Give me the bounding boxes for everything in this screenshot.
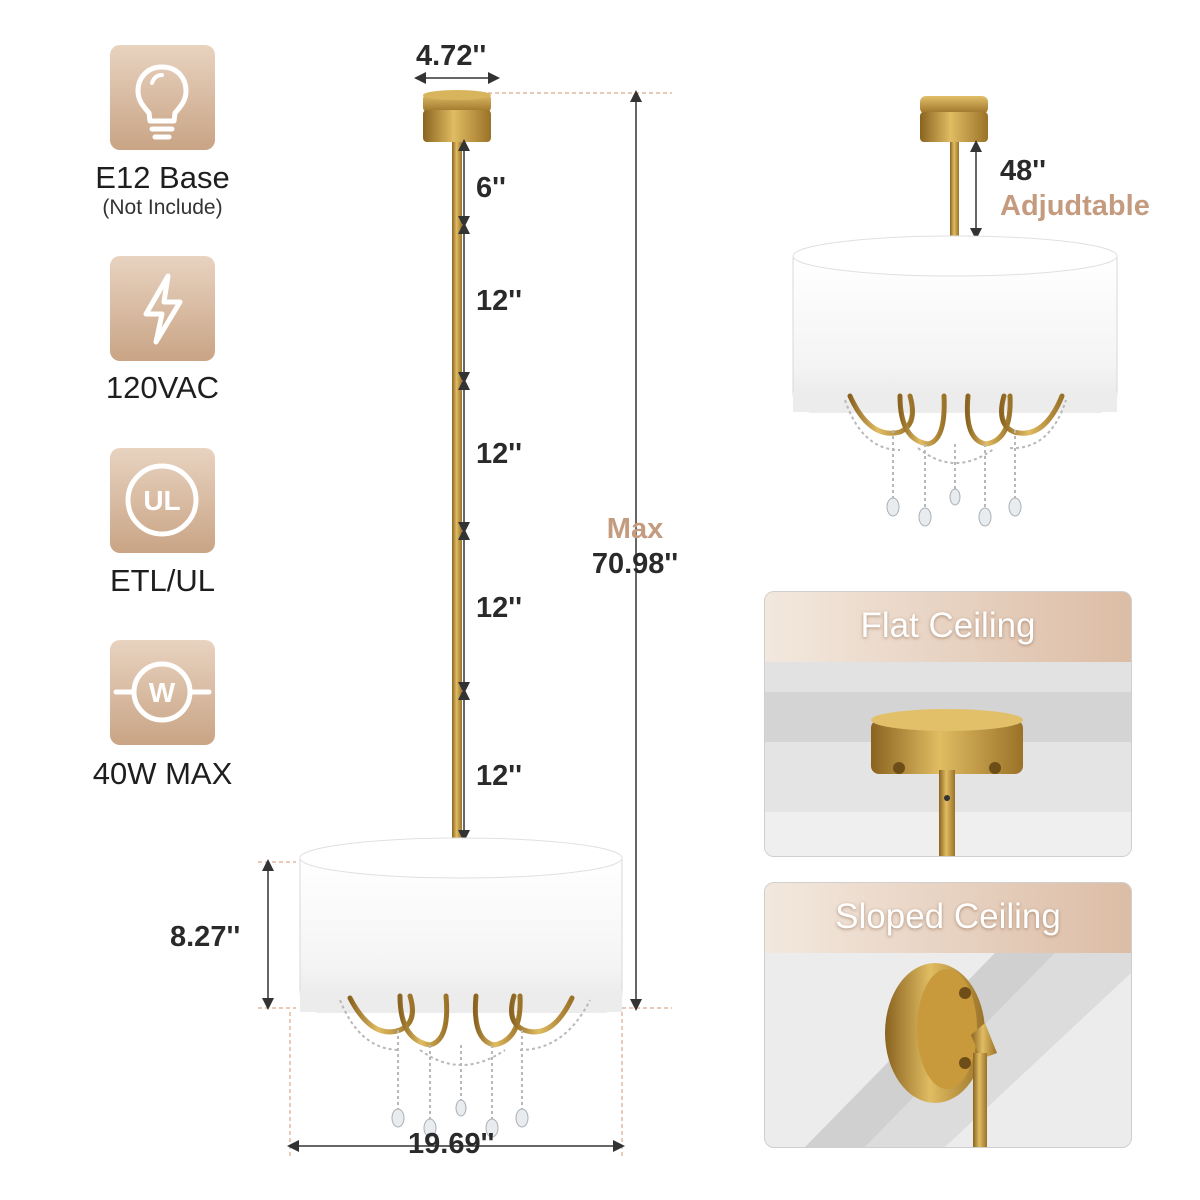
card-flat-ceiling: Flat Ceiling: [764, 591, 1132, 857]
rod-segment-label-4: 12'': [476, 760, 523, 792]
adjustable-value: 48'': [1000, 155, 1047, 187]
compact-pendant: [792, 96, 1118, 527]
spec-label-base: E12 Base: [95, 160, 230, 195]
card-title-flat: Flat Ceiling: [860, 606, 1036, 645]
spec-label-voltage: 120VAC: [105, 370, 220, 405]
sloped-ceiling-illustration: [765, 953, 1131, 1147]
crystal-drops: [391, 1099, 529, 1138]
ul-icon-text: UL: [143, 485, 180, 516]
shade-height-label: 8.27'': [170, 921, 241, 953]
canopy: [423, 90, 491, 142]
watt-icon: W: [110, 640, 215, 745]
crystal-strands: [339, 999, 591, 1120]
canopy-width-label: 4.72'': [416, 40, 487, 72]
card-header: [765, 883, 1131, 953]
rod-segment-label-1: 12'': [476, 285, 523, 317]
spec-sublabel-base: (Not Include): [102, 196, 223, 219]
card-sloped-ceiling: Sloped Ceiling: [764, 882, 1132, 1148]
max-height-label: 70.98'': [591, 548, 679, 580]
spec-label-wattage: 40W MAX: [92, 756, 233, 791]
ul-icon: UL: [110, 448, 215, 553]
rod: [452, 142, 462, 840]
shade-width-label: 19.69'': [408, 1128, 495, 1160]
card-title-sloped: Sloped Ceiling: [835, 897, 1061, 936]
max-label: Max: [606, 513, 664, 545]
lightning-icon: [110, 256, 215, 361]
flat-ceiling-illustration: [765, 662, 1131, 856]
rod-segment-label-3: 12'': [476, 592, 523, 624]
card-header: [765, 592, 1131, 662]
adjustable-label: Adjudtable: [1000, 190, 1150, 222]
rod-top-label: 6'': [476, 172, 506, 204]
drum-shade: [299, 837, 623, 1013]
spec-label-certification: ETL/UL: [109, 563, 216, 598]
chandelier-arms: [347, 987, 575, 1048]
watt-icon-text: W: [149, 677, 176, 708]
bulb-icon: [110, 45, 215, 150]
rod-segment-label-2: 12'': [476, 438, 523, 470]
